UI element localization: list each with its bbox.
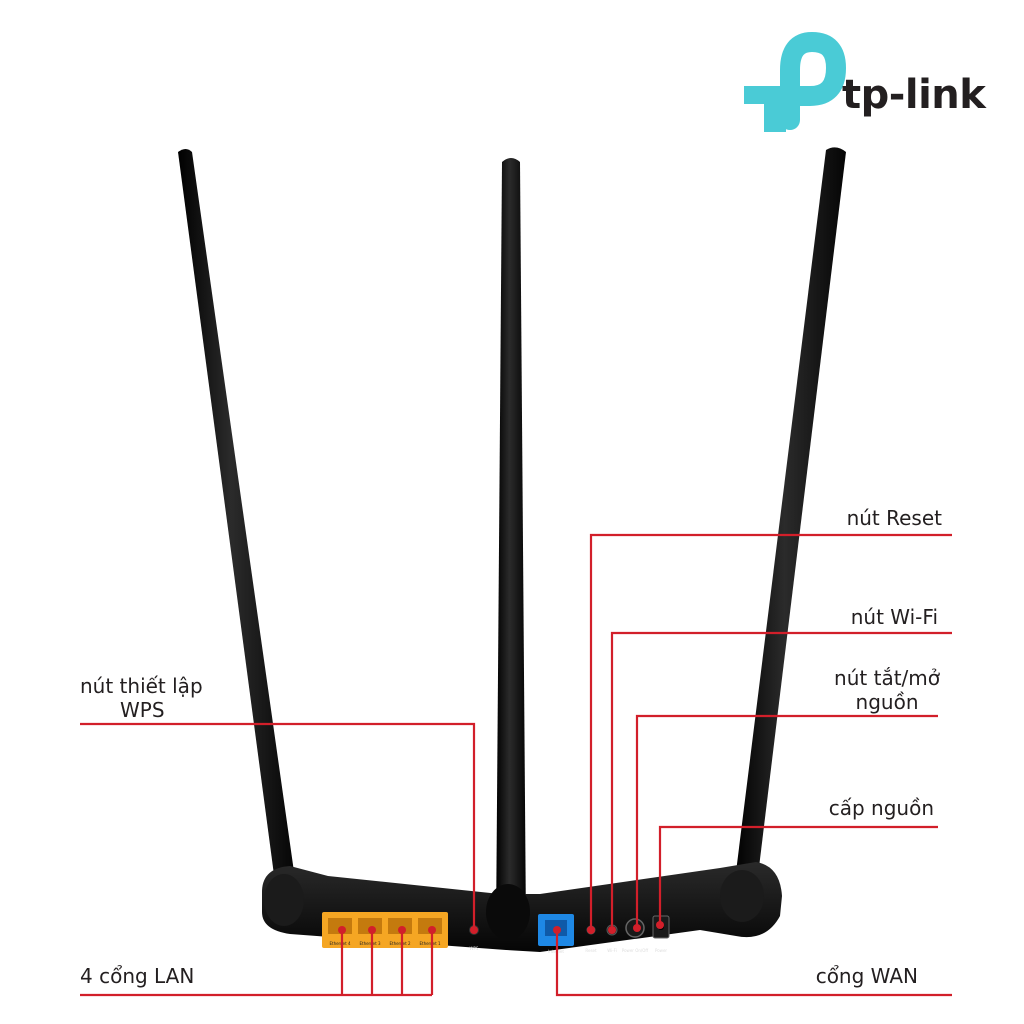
wifi-port-label: Wi-Fi (607, 948, 617, 953)
leader-line-wps (80, 722, 476, 930)
leader-line-wan (555, 930, 952, 997)
callout-power-switch-line1: nút tắt/mở (834, 666, 940, 690)
leader-line-wifi (610, 631, 952, 930)
leader-line-reset (589, 533, 952, 930)
callout-wan: cổng WAN (815, 964, 918, 988)
leader-dots (338, 921, 664, 934)
brand-name: tp-link (842, 72, 986, 118)
callout-reset: nút Reset (846, 506, 942, 530)
callout-wps-line2: WPS (120, 698, 165, 722)
callout-wifi: nút Wi-Fi (850, 605, 938, 629)
leader-line-lan (80, 930, 434, 997)
wps-port-label: WPS (470, 946, 479, 951)
antenna-right (734, 147, 846, 892)
leader-line-power-switch (635, 714, 938, 928)
lan-port-label-3: Ethernet 3 (359, 941, 381, 946)
reset-port-label: Reset (585, 948, 597, 953)
tp-link-logo-icon (744, 31, 847, 132)
callout-power-switch-line2: nguồn (855, 690, 919, 714)
callout-wps: nút thiết lập WPS (80, 674, 203, 722)
lan-port-label-4: Ethernet 4 (329, 941, 351, 946)
callout-power-switch: nút tắt/mở nguồn (834, 666, 940, 714)
leader-line-power (658, 825, 938, 925)
callout-wps-line1: nút thiết lập (80, 674, 203, 698)
power-port-label: Power (655, 948, 667, 953)
antenna-left (178, 149, 296, 890)
lan-port-label-1: Ethernet 1 (419, 941, 441, 946)
antenna-center (496, 158, 526, 930)
lan-port-label-2: Ethernet 2 (389, 941, 411, 946)
leader-lines (80, 533, 952, 997)
callout-power: cấp nguồn (828, 796, 934, 820)
callout-lan: 4 cổng LAN (80, 964, 195, 988)
power-switch-port-label: Power On/Off (622, 948, 649, 953)
